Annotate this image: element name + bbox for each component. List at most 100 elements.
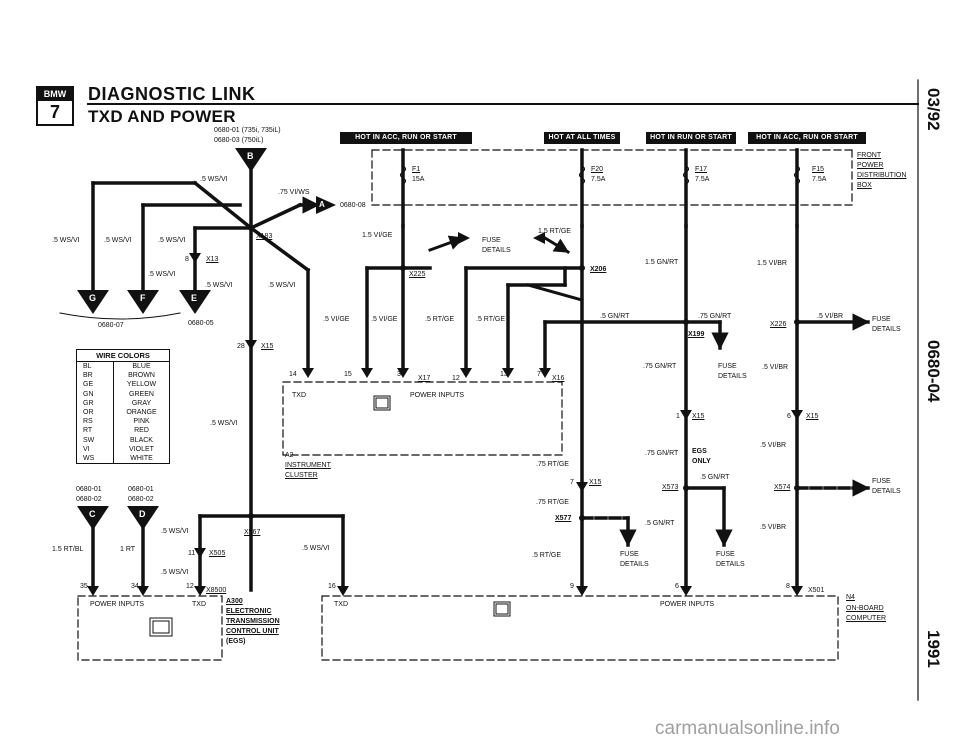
fuse-f17-symbol (682, 165, 690, 185)
cluster-icon (373, 395, 391, 411)
fuse-box-outline (371, 149, 853, 206)
obc-name-2: COMPUTER (846, 615, 887, 622)
hot-label-3: HOT IN RUN OR START (646, 132, 736, 144)
pin-number: 28 (237, 343, 245, 350)
side-code: 0680-04 (924, 340, 943, 403)
wire-label: 1.5 RT/BL (52, 546, 84, 553)
pin-number: 11 (188, 550, 196, 557)
connector-a-ref: 0680-08 (340, 202, 366, 209)
splice-label: X574 (774, 484, 791, 491)
wire-label: .75 RT/GE (536, 461, 569, 468)
splice-label: X183 (256, 233, 273, 240)
connector-d-ref-1: 0680-01 (128, 486, 154, 493)
cluster-name-1: INSTRUMENT (285, 462, 331, 469)
splice-label: X15 (806, 413, 819, 420)
fuse-box-name-2: POWER (857, 162, 884, 169)
fuse-f1-name: F1 (412, 166, 421, 173)
wire-label: .5 VI/GE (371, 316, 398, 323)
obc-power-label: POWER INPUTS (660, 601, 715, 608)
fuse-f20-symbol (578, 165, 586, 185)
splice-label: X567 (244, 529, 261, 536)
pin-number: 8 (786, 583, 790, 590)
connector-a-label: A (319, 200, 325, 209)
fuse-details-label: DETAILS (872, 326, 901, 333)
egs-id: A300 (226, 598, 243, 605)
fuse-f17-name: F17 (695, 166, 708, 173)
hot-label-4: HOT IN ACC, RUN OR START (748, 132, 866, 144)
fuse-f1-rating: 15A (412, 176, 425, 183)
fuse-details-label: DETAILS (716, 561, 745, 568)
wire-label: .5 WS/VI (148, 271, 176, 278)
connector-f-label: F (140, 293, 146, 303)
fuse-details-arrow (533, 232, 545, 244)
wire-label: .5 GN/RT (645, 520, 675, 527)
wire-label: .75 GN/RT (643, 363, 677, 370)
fuse-details-label: FUSE (482, 237, 501, 244)
wire-label: .5 RT/GE (425, 316, 455, 323)
wire-label: 1.5 GN/RT (645, 259, 679, 266)
connector-c-ref-2: 0680-02 (76, 496, 102, 503)
wire-label: .5 GN/RT (700, 474, 730, 481)
wire-label: .5 RT/GE (532, 552, 562, 559)
fuse-details-label: DETAILS (620, 561, 649, 568)
connector-c-ref-1: 0680-01 (76, 486, 102, 493)
pin-number: 35 (80, 583, 88, 590)
splice-label: X17 (418, 375, 431, 382)
cluster-id: A2 (285, 452, 294, 459)
splice-label: X501 (808, 587, 825, 594)
wire-colors-title: WIRE COLORS (77, 350, 169, 362)
egs-icon (149, 617, 173, 637)
pin-number: 3 (397, 371, 401, 378)
splice-label: X206 (590, 266, 607, 273)
page-subtitle: TXD AND POWER (88, 107, 236, 126)
obc-txd-label: TXD (334, 601, 348, 608)
fuse-f20-name: F20 (591, 166, 604, 173)
connector-e-label: E (191, 293, 198, 303)
connector-d-label: D (139, 509, 146, 519)
egs-only-2: ONLY (692, 458, 711, 465)
connector-b-label: B (247, 151, 254, 161)
obc-box (321, 595, 839, 661)
hot-label-1: HOT IN ACC, RUN OR START (340, 132, 472, 144)
egs-name-4: (EGS) (226, 638, 246, 645)
ref-line-1: 0680-01 (735i, 735iL) (214, 127, 281, 134)
instrument-cluster-box (282, 381, 563, 456)
pin-number: 8 (185, 256, 189, 263)
fuse-details-label: DETAILS (872, 488, 901, 495)
wire-label: 1 RT (120, 546, 136, 553)
fuse-f15-rating: 7.5A (812, 176, 827, 183)
wire-label: .5 WS/VI (104, 237, 132, 244)
connector-a-triangle (316, 196, 336, 214)
splice-label: X225 (409, 271, 426, 278)
watermark: carmanualsonline.info (655, 718, 840, 739)
egs-name-1: ELECTRONIC (226, 608, 272, 615)
pin-number: 15 (344, 371, 352, 378)
connector-c-triangle (77, 506, 109, 530)
fuse-details-label: DETAILS (718, 373, 747, 380)
bmw-logo: BMW 7 (36, 86, 74, 126)
wire-label: .5 WS/VI (52, 237, 80, 244)
connector-triangles (77, 148, 336, 530)
wire-label: .5 WS/VI (158, 237, 186, 244)
egs-name-2: TRANSMISSION (226, 618, 280, 625)
wire-label: .5 VI/GE (323, 316, 350, 323)
splice-label: X505 (209, 550, 226, 557)
pin-number: 1 (676, 413, 680, 420)
fuse-details-label: FUSE (718, 363, 737, 370)
splice-label: X226 (770, 321, 787, 328)
pin-number: 6 (787, 413, 791, 420)
pin-number: 34 (131, 583, 139, 590)
hot-label-2: HOT AT ALL TIMES (544, 132, 620, 144)
side-date: 03/92 (924, 88, 943, 131)
obc-name-1: ON-BOARD (846, 605, 884, 612)
connector-f-triangle (127, 290, 159, 314)
